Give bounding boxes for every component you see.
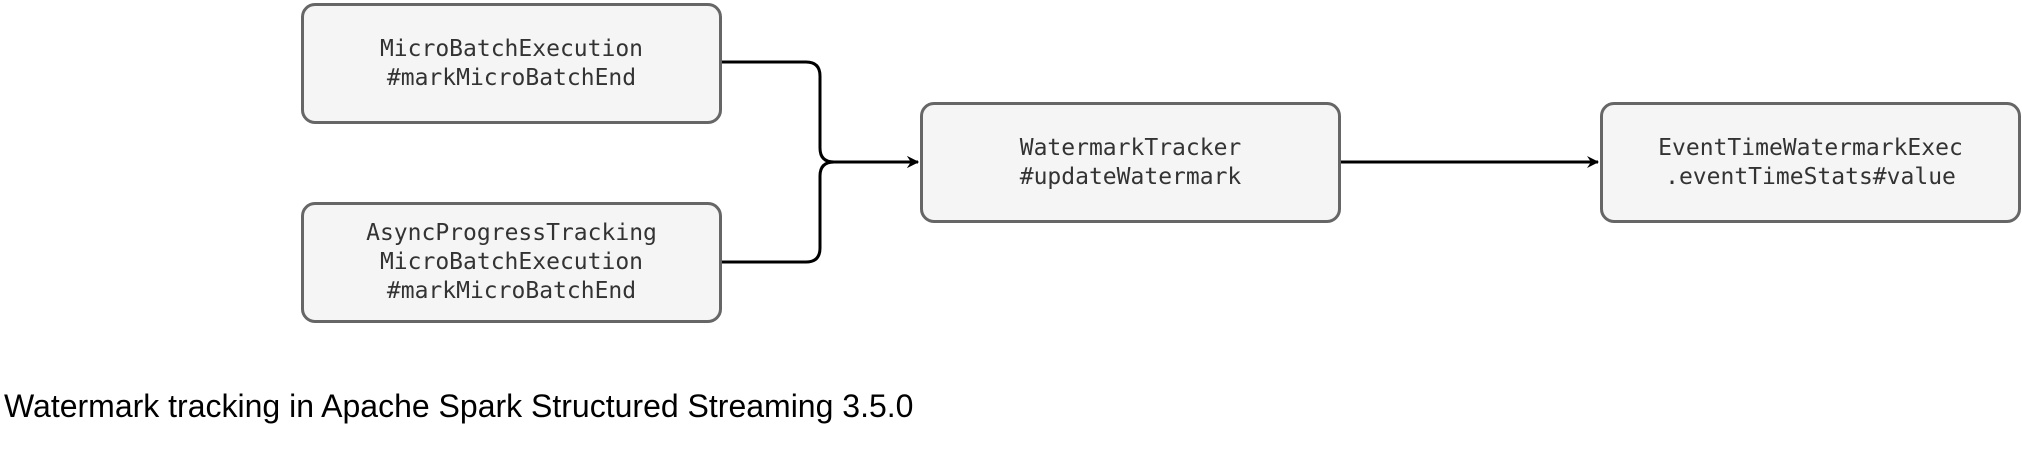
- node-label-line: #updateWatermark: [1019, 163, 1242, 190]
- diagram-caption: Watermark tracking in Apache Spark Struc…: [4, 388, 914, 424]
- edge-async-to-watermark-tracker: [722, 156, 919, 264]
- node-event-time-watermark-exec: EventTimeWatermarkExec .eventTimeStats#v…: [1600, 102, 2021, 223]
- node-label-line: AsyncProgressTracking: [366, 220, 657, 246]
- node-label-line: EventTimeWatermarkExec: [1658, 134, 1963, 161]
- node-watermark-tracker: WatermarkTracker #updateWatermark: [920, 102, 1341, 223]
- node-label-line: #markMicroBatchEnd: [386, 278, 637, 304]
- node-micro-batch-execution: MicroBatchExecution #markMicroBatchEnd: [301, 3, 722, 124]
- node-label-line: #markMicroBatchEnd: [386, 64, 637, 91]
- node-label-line: .eventTimeStats#value: [1665, 163, 1956, 190]
- node-async-progress-tracking: AsyncProgressTracking MicroBatchExecutio…: [301, 202, 722, 323]
- edge-micro-to-watermark-tracker: [722, 60, 919, 168]
- node-label-line: MicroBatchExecution: [379, 35, 644, 62]
- node-label-line: MicroBatchExecution: [379, 249, 644, 275]
- node-label-line: WatermarkTracker: [1019, 134, 1242, 161]
